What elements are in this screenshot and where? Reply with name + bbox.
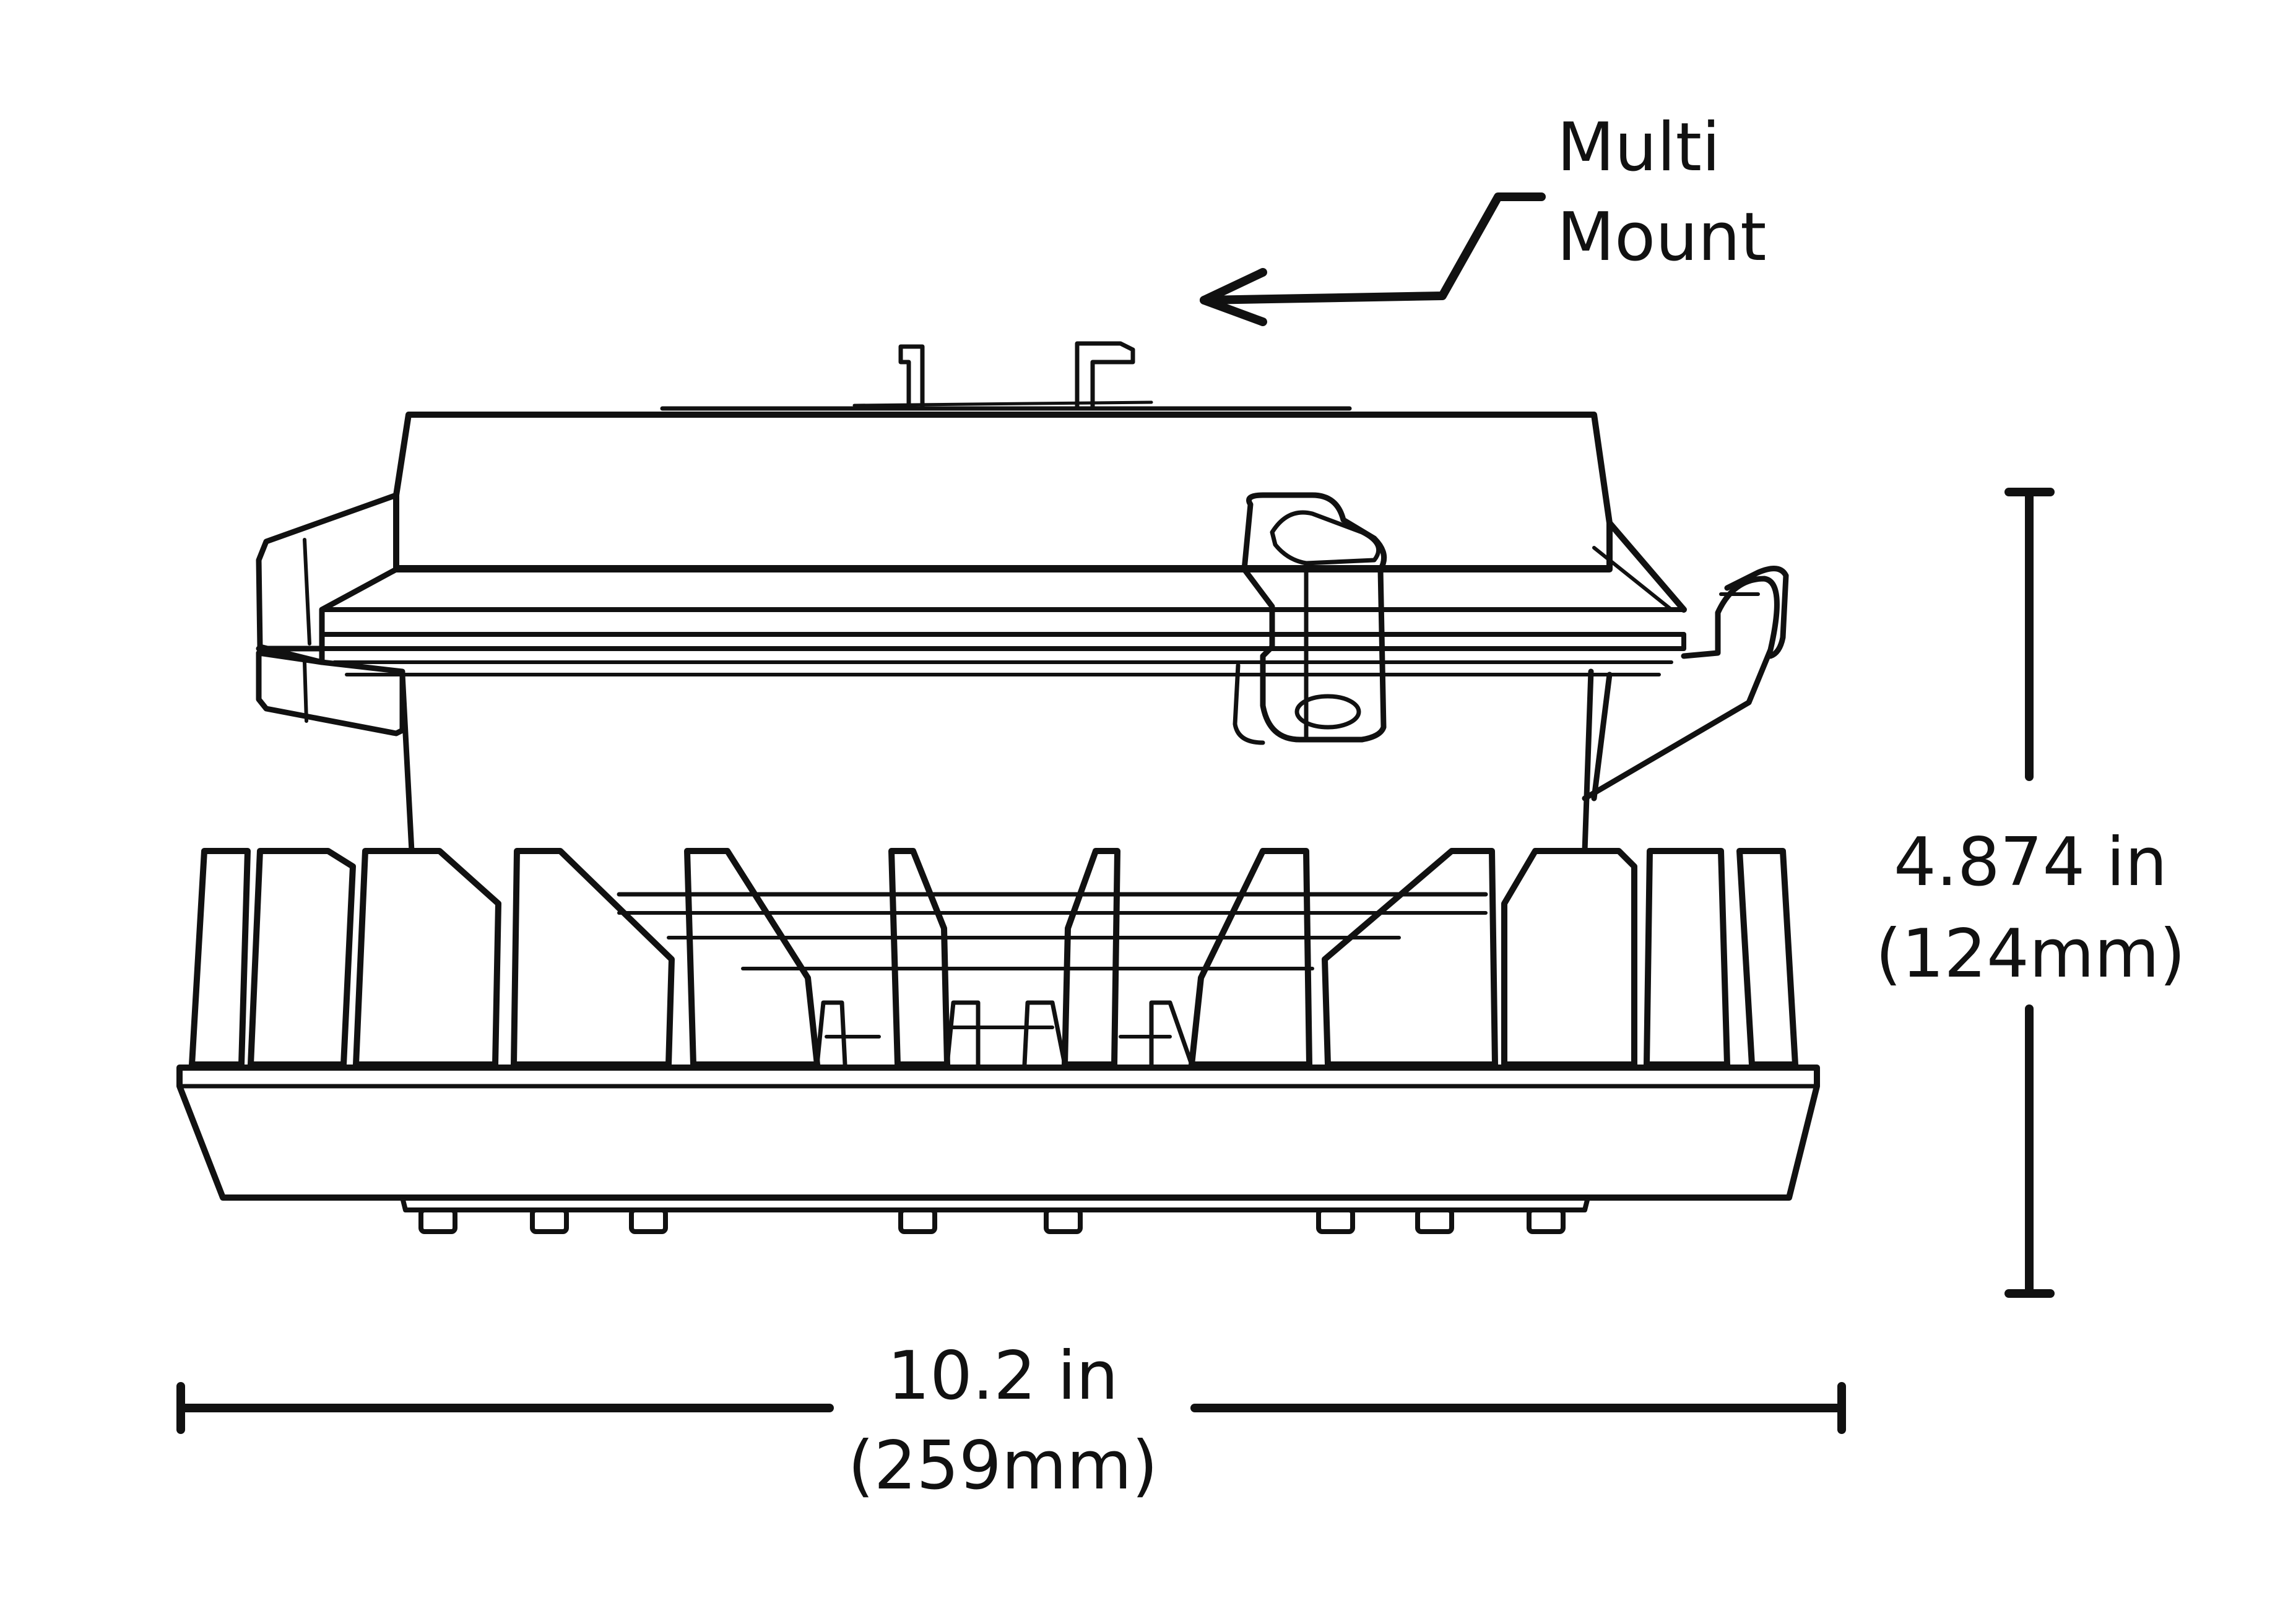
- height-imperial-label: 4.874 in: [1894, 824, 2167, 901]
- width-imperial-label: 10.2 in: [887, 1337, 1119, 1415]
- bottom-nubs: [418, 1207, 1566, 1234]
- height-metric-label: (124mm): [1875, 915, 2186, 993]
- heatsink-fins: [189, 848, 1798, 1068]
- upper-housing: [319, 412, 1687, 676]
- right-latch: [1233, 492, 1387, 745]
- right-handle: [1582, 566, 1789, 801]
- lower-housing: [399, 668, 1613, 854]
- height-dimension-line: [2004, 488, 2055, 1298]
- width-dimension-line: [176, 1382, 1846, 1434]
- callout-arrow: [1200, 192, 1546, 326]
- left-hinge: [256, 492, 405, 736]
- callout-label-line2: Mount: [1557, 199, 1767, 276]
- multi-mount-hooks: [660, 341, 1352, 411]
- base-bezel: [176, 1065, 1820, 1212]
- callout-label-line1: Multi: [1557, 109, 1720, 186]
- width-metric-label: (259mm): [847, 1427, 1158, 1505]
